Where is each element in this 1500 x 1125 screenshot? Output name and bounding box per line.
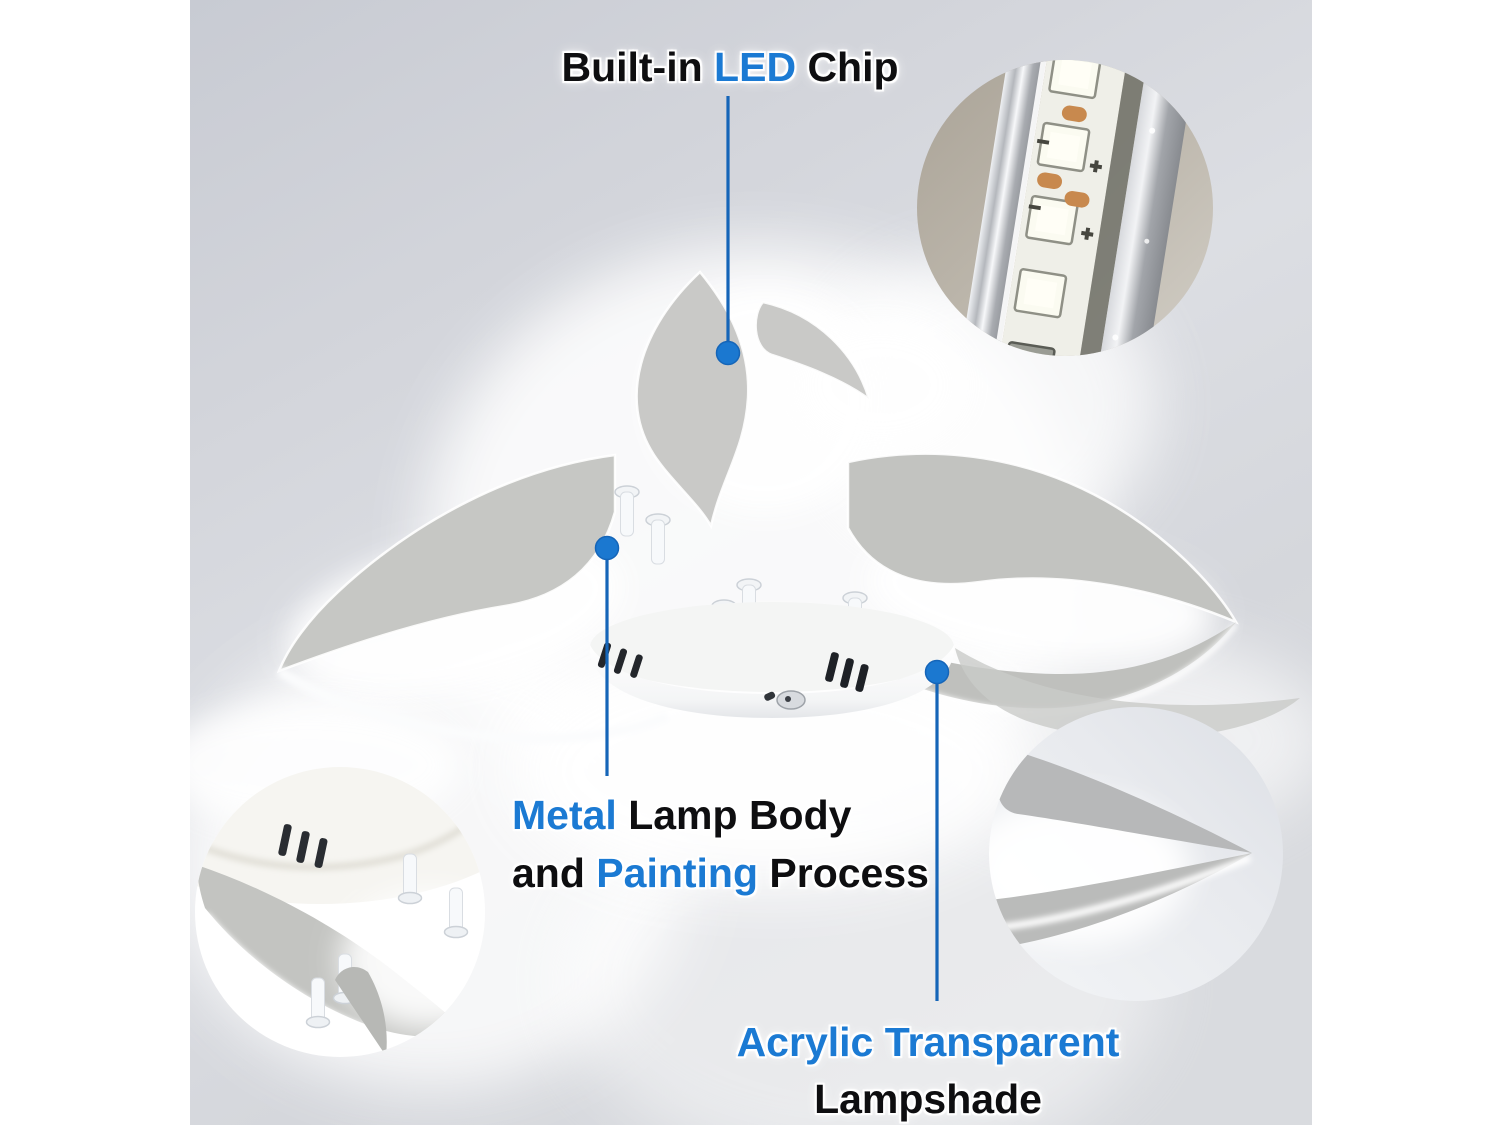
- label-led-chip-pre: Built-in: [561, 44, 715, 90]
- label-led-chip: Built-in LED Chip: [390, 42, 1070, 92]
- vent-slots-right: [825, 652, 869, 692]
- lamp-petal-top: [635, 270, 965, 530]
- lamp-petal-right: [843, 452, 1300, 739]
- label-lamp-body-line1-accent: Metal: [512, 792, 617, 838]
- lamp-base: [590, 602, 954, 718]
- label-lampshade-line2: Lampshade: [814, 1076, 1042, 1122]
- label-lamp-body-line1: Metal Lamp Body: [512, 786, 929, 844]
- callout-dot-lamp-body: [594, 535, 620, 561]
- label-lamp-body-line2: and Painting Process: [512, 844, 929, 902]
- label-lampshade: Acrylic Transparent Lampshade: [578, 1014, 1278, 1125]
- inset-lampshade-macro: [989, 707, 1283, 1001]
- label-lamp-body-line1-rest: Lamp Body: [616, 792, 852, 838]
- callouts: [594, 96, 950, 1001]
- inset-vent-slots: [278, 824, 328, 868]
- label-lamp-body-line2-accent: Painting: [596, 850, 759, 896]
- label-lamp-body: Metal Lamp Body and Painting Process: [512, 786, 929, 902]
- label-lamp-body-line2-post: Process: [758, 850, 929, 896]
- label-lampshade-line1: Acrylic Transparent: [736, 1019, 1120, 1065]
- label-lamp-body-line2-pre: and: [512, 850, 597, 896]
- label-led-chip-post: Chip: [796, 44, 899, 90]
- label-led-chip-accent: LED: [714, 44, 797, 90]
- callout-dot-led-chip: [715, 340, 741, 366]
- polarity-marks: [1028, 138, 1103, 241]
- callout-dot-lampshade: [924, 659, 950, 685]
- base-screw: [764, 690, 806, 710]
- ceiling-lamp: [160, 270, 1300, 827]
- led-solder-pads: [1037, 105, 1090, 208]
